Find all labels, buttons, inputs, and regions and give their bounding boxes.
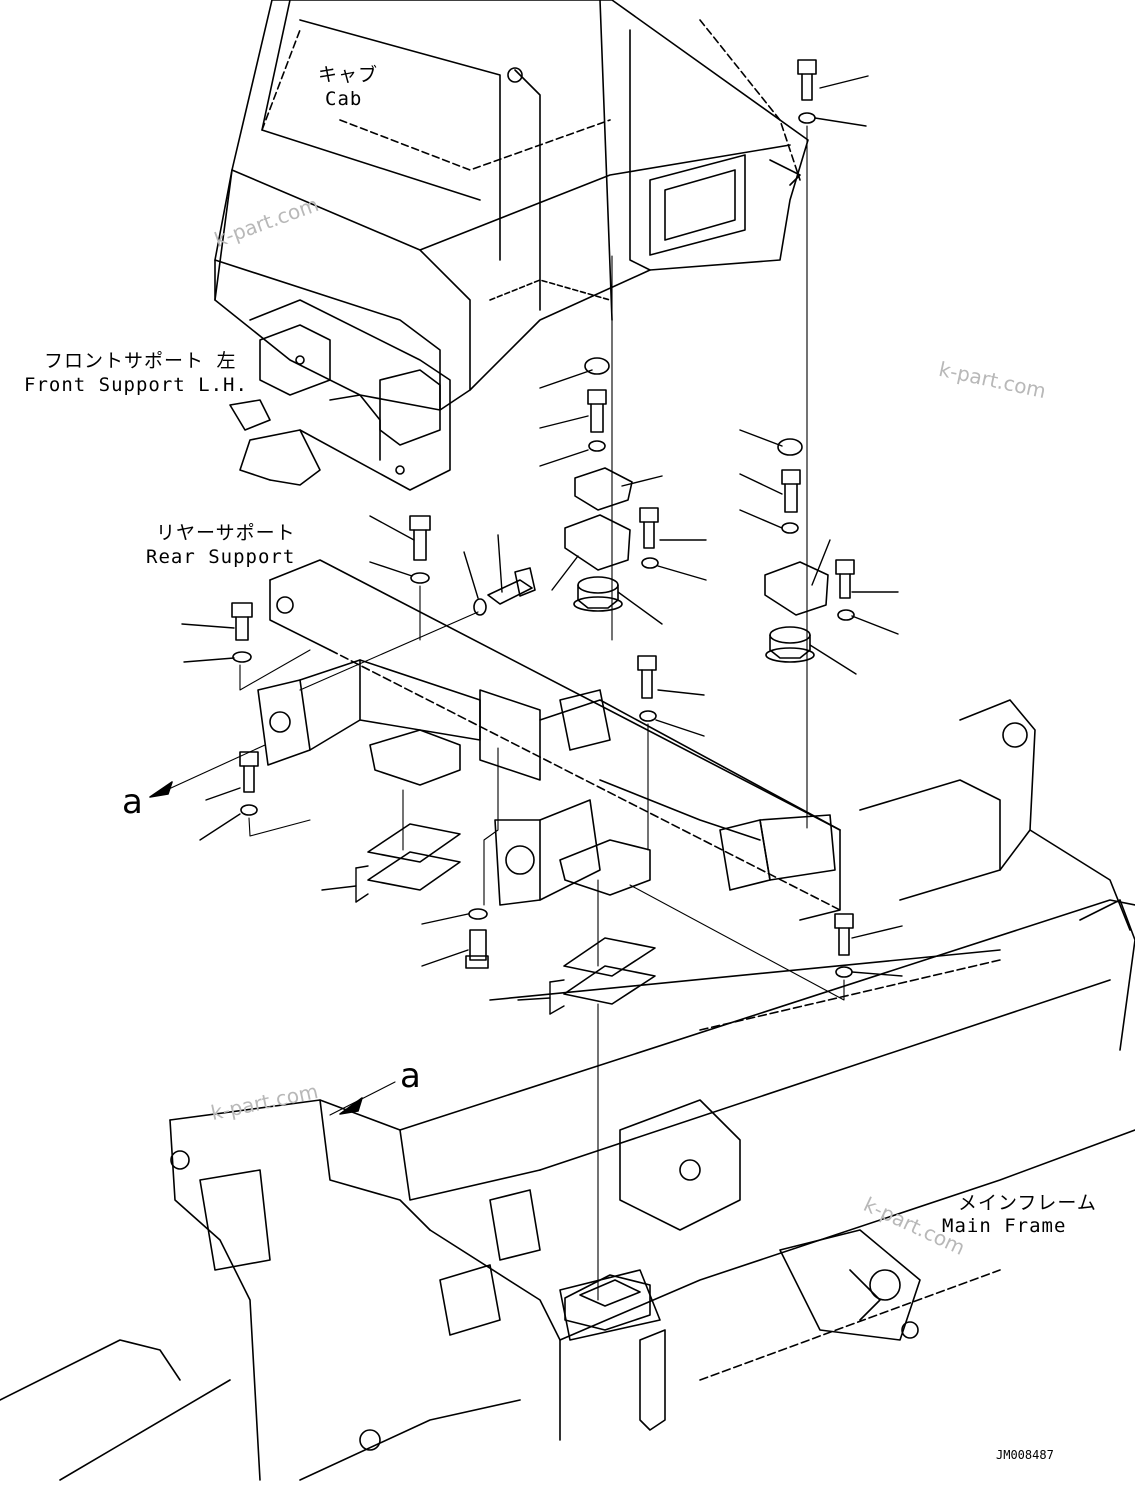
rear-support-label-en: Rear Support xyxy=(146,546,296,568)
cab-drawing xyxy=(214,0,809,411)
assembly-center-lines xyxy=(159,125,845,1301)
rear-support-label-jp: リヤーサポート xyxy=(156,522,296,544)
cab-label-en: Cab xyxy=(325,88,363,110)
front-support-drawing xyxy=(229,299,451,491)
main-frame-label-en: Main Frame xyxy=(942,1215,1067,1237)
main-frame-label-jp: メインフレーム xyxy=(958,1192,1097,1214)
callout-arrows xyxy=(149,781,363,1115)
front-support-label-en: Front Support L.H. xyxy=(24,374,248,396)
leader-lines xyxy=(181,75,903,1015)
callout-a-bottom: a xyxy=(400,1056,421,1096)
front-support-label-jp: フロントサポート 左 xyxy=(44,350,237,372)
main-frame-drawing xyxy=(0,699,1135,1481)
cab-label-jp: キャブ xyxy=(318,64,379,86)
hardware-parts xyxy=(231,59,855,1331)
drawing-code: JM008487 xyxy=(996,1448,1054,1462)
rear-support-drawing xyxy=(257,559,841,921)
callout-a-left: a xyxy=(122,782,143,822)
